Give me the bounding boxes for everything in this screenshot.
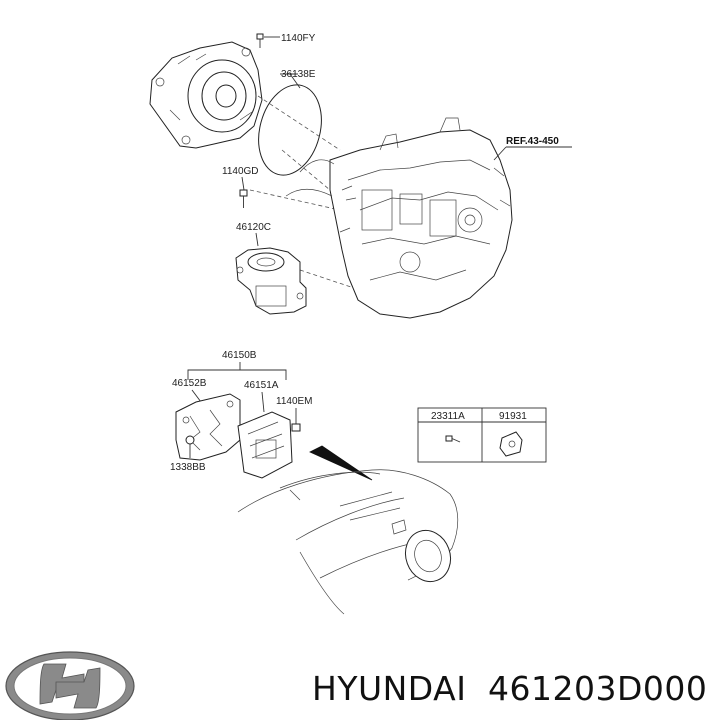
reference-table: 23311A 91931 (417, 407, 547, 463)
clip-icon (499, 431, 523, 457)
small-screw-icon (445, 435, 461, 443)
callout-46150b: 46150B (222, 350, 257, 361)
nut-1338bb (185, 435, 195, 445)
tcm-bracket (175, 393, 241, 461)
hyundai-logo-icon (5, 651, 135, 720)
gasket-ring (258, 84, 322, 176)
converter-housing (149, 41, 263, 149)
callout-46152b: 46152B (172, 378, 207, 389)
table-header-91931: 91931 (499, 411, 527, 422)
bolt-1140gd (239, 189, 248, 208)
car-outline (237, 469, 459, 615)
bolt-1140em (291, 423, 301, 432)
callout-1140fy: 1140FY (281, 33, 316, 44)
location-arrow-icon (309, 445, 373, 481)
speed-sensor (235, 247, 307, 315)
table-header-23311a: 23311A (431, 411, 465, 422)
callout-46151a: 46151A (244, 380, 279, 391)
callout-ref: REF.43-450 (506, 136, 559, 147)
transaxle-assembly (285, 117, 513, 319)
brand-name: HYUNDAI (312, 669, 466, 708)
callout-36138e: 36138E (281, 69, 316, 80)
callout-1140em: 1140EM (276, 396, 313, 407)
tcm-module (237, 411, 293, 479)
callout-1338bb: 1338BB (170, 462, 206, 473)
part-number: 461203D000 (488, 669, 707, 708)
bolt-1140fy (256, 33, 264, 48)
callout-46120c: 46120C (236, 222, 271, 233)
callout-1140gd: 1140GD (222, 166, 259, 177)
